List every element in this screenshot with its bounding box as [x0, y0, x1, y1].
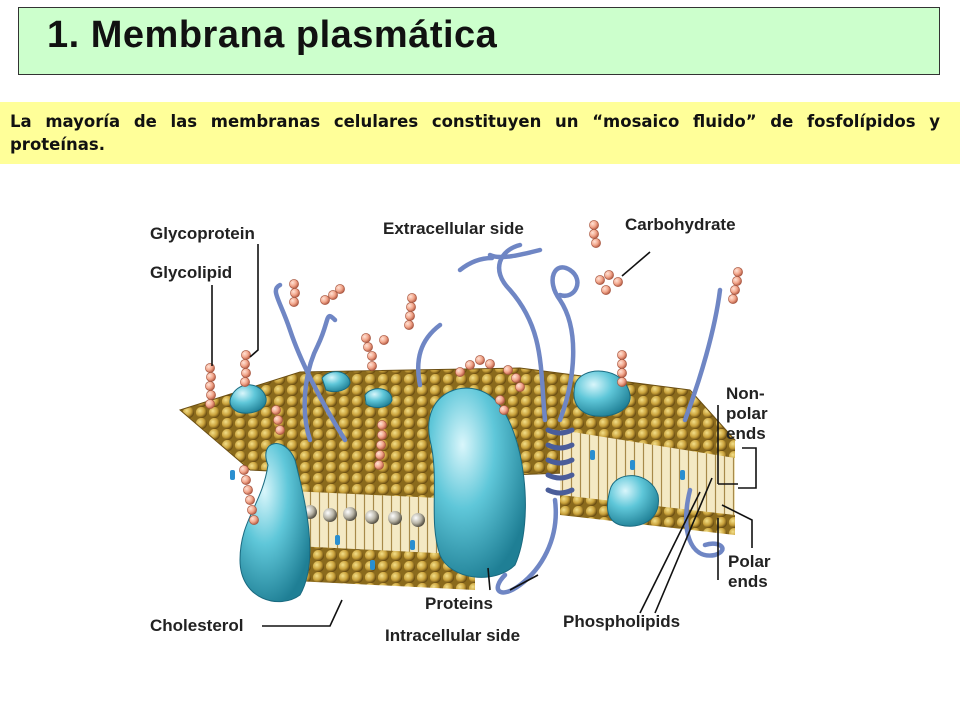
label-phospholipids: Phospholipids	[563, 612, 680, 631]
label-polar-2: ends	[728, 572, 768, 591]
label-nonpolar-2: polar	[726, 404, 768, 423]
label-cholesterol: Cholesterol	[150, 616, 244, 635]
label-extracellular-side: Extracellular side	[383, 219, 524, 238]
label-nonpolar-3: ends	[726, 424, 766, 443]
label-carbohydrate: Carbohydrate	[625, 215, 736, 234]
label-proteins: Proteins	[425, 594, 493, 613]
label-nonpolar-1: Non-	[726, 384, 765, 403]
label-intracellular-side: Intracellular side	[385, 626, 520, 645]
label-polar-1: Polar	[728, 552, 771, 571]
label-glycolipid: Glycolipid	[150, 263, 232, 282]
label-glycoprotein: Glycoprotein	[150, 224, 255, 243]
